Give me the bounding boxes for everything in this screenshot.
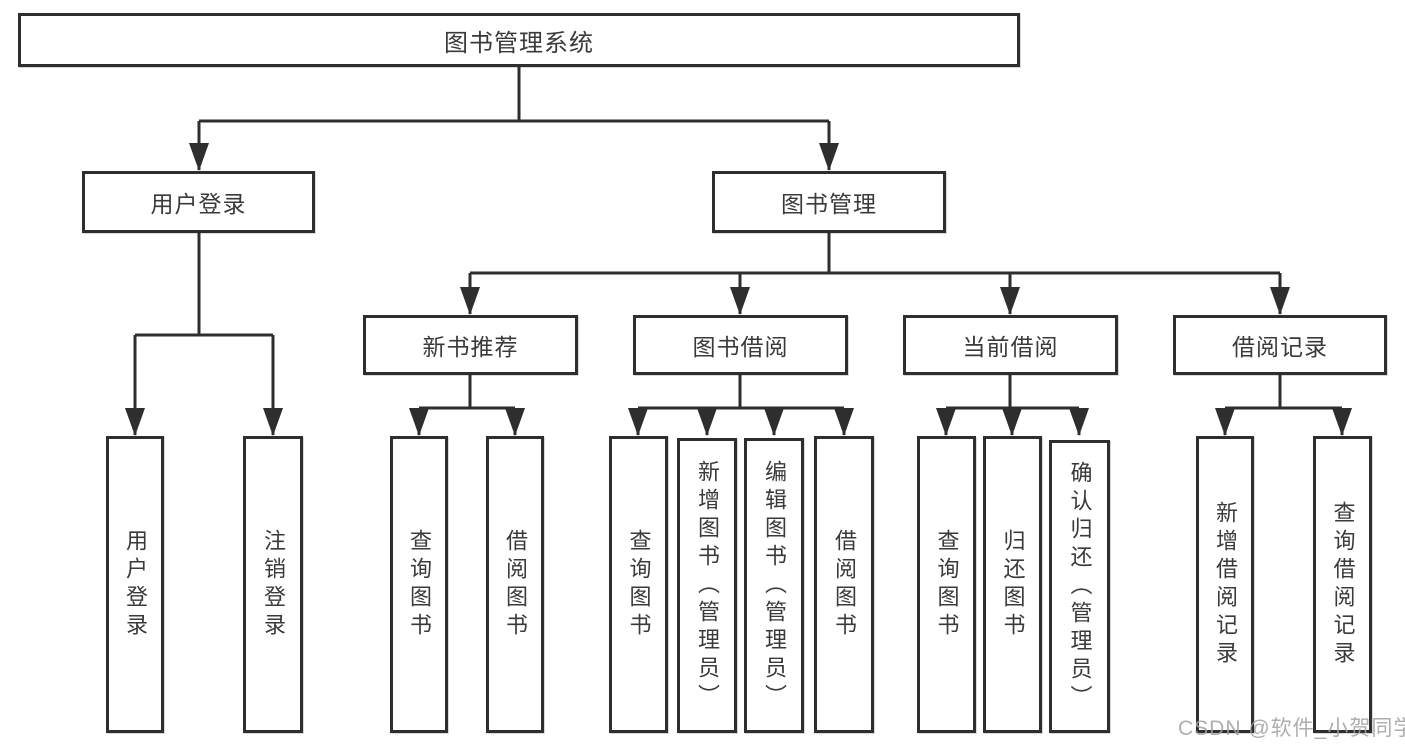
leaf-borrow-books-recommend: 借阅图书 — [486, 436, 544, 733]
connector-current-children — [936, 375, 1089, 436]
leaf-query-books-borrow: 查询图书 — [609, 436, 668, 733]
connector-new-books-children — [409, 375, 525, 436]
leaf-user-login: 用户登录 — [106, 436, 164, 733]
connector-user-login-children — [125, 233, 283, 436]
leaf-confirm-return-admin: 确认归还（管理员） — [1049, 440, 1110, 733]
node-book-borrowing: 图书借阅 — [633, 315, 848, 375]
connector-records-children — [1215, 375, 1352, 436]
node-user-login: 用户登录 — [82, 171, 315, 233]
connector-root-to-level2 — [189, 67, 839, 171]
node-new-book-recommend: 新书推荐 — [363, 315, 578, 375]
leaf-query-books-current: 查询图书 — [917, 436, 976, 733]
connector-borrow-children — [628, 375, 854, 436]
node-current-borrowing: 当前借阅 — [903, 315, 1118, 375]
leaf-query-books-recommend: 查询图书 — [390, 436, 448, 733]
leaf-logout: 注销登录 — [243, 436, 303, 733]
leaf-add-books-admin: 新增图书（管理员） — [677, 438, 737, 733]
leaf-borrow-books: 借阅图书 — [814, 436, 874, 733]
watermark: CSDN @软件_小贺同学 — [1178, 717, 1405, 740]
leaf-query-borrow-record: 查询借阅记录 — [1313, 436, 1372, 733]
node-library-system: 图书管理系统 — [18, 13, 1020, 67]
node-borrow-records: 借阅记录 — [1173, 315, 1387, 375]
leaf-return-books: 归还图书 — [983, 436, 1042, 733]
connector-book-mgmt-children — [460, 233, 1290, 315]
node-book-management: 图书管理 — [712, 171, 946, 233]
leaf-edit-books-admin: 编辑图书（管理员） — [744, 438, 804, 733]
leaf-add-borrow-record: 新增借阅记录 — [1196, 436, 1254, 733]
